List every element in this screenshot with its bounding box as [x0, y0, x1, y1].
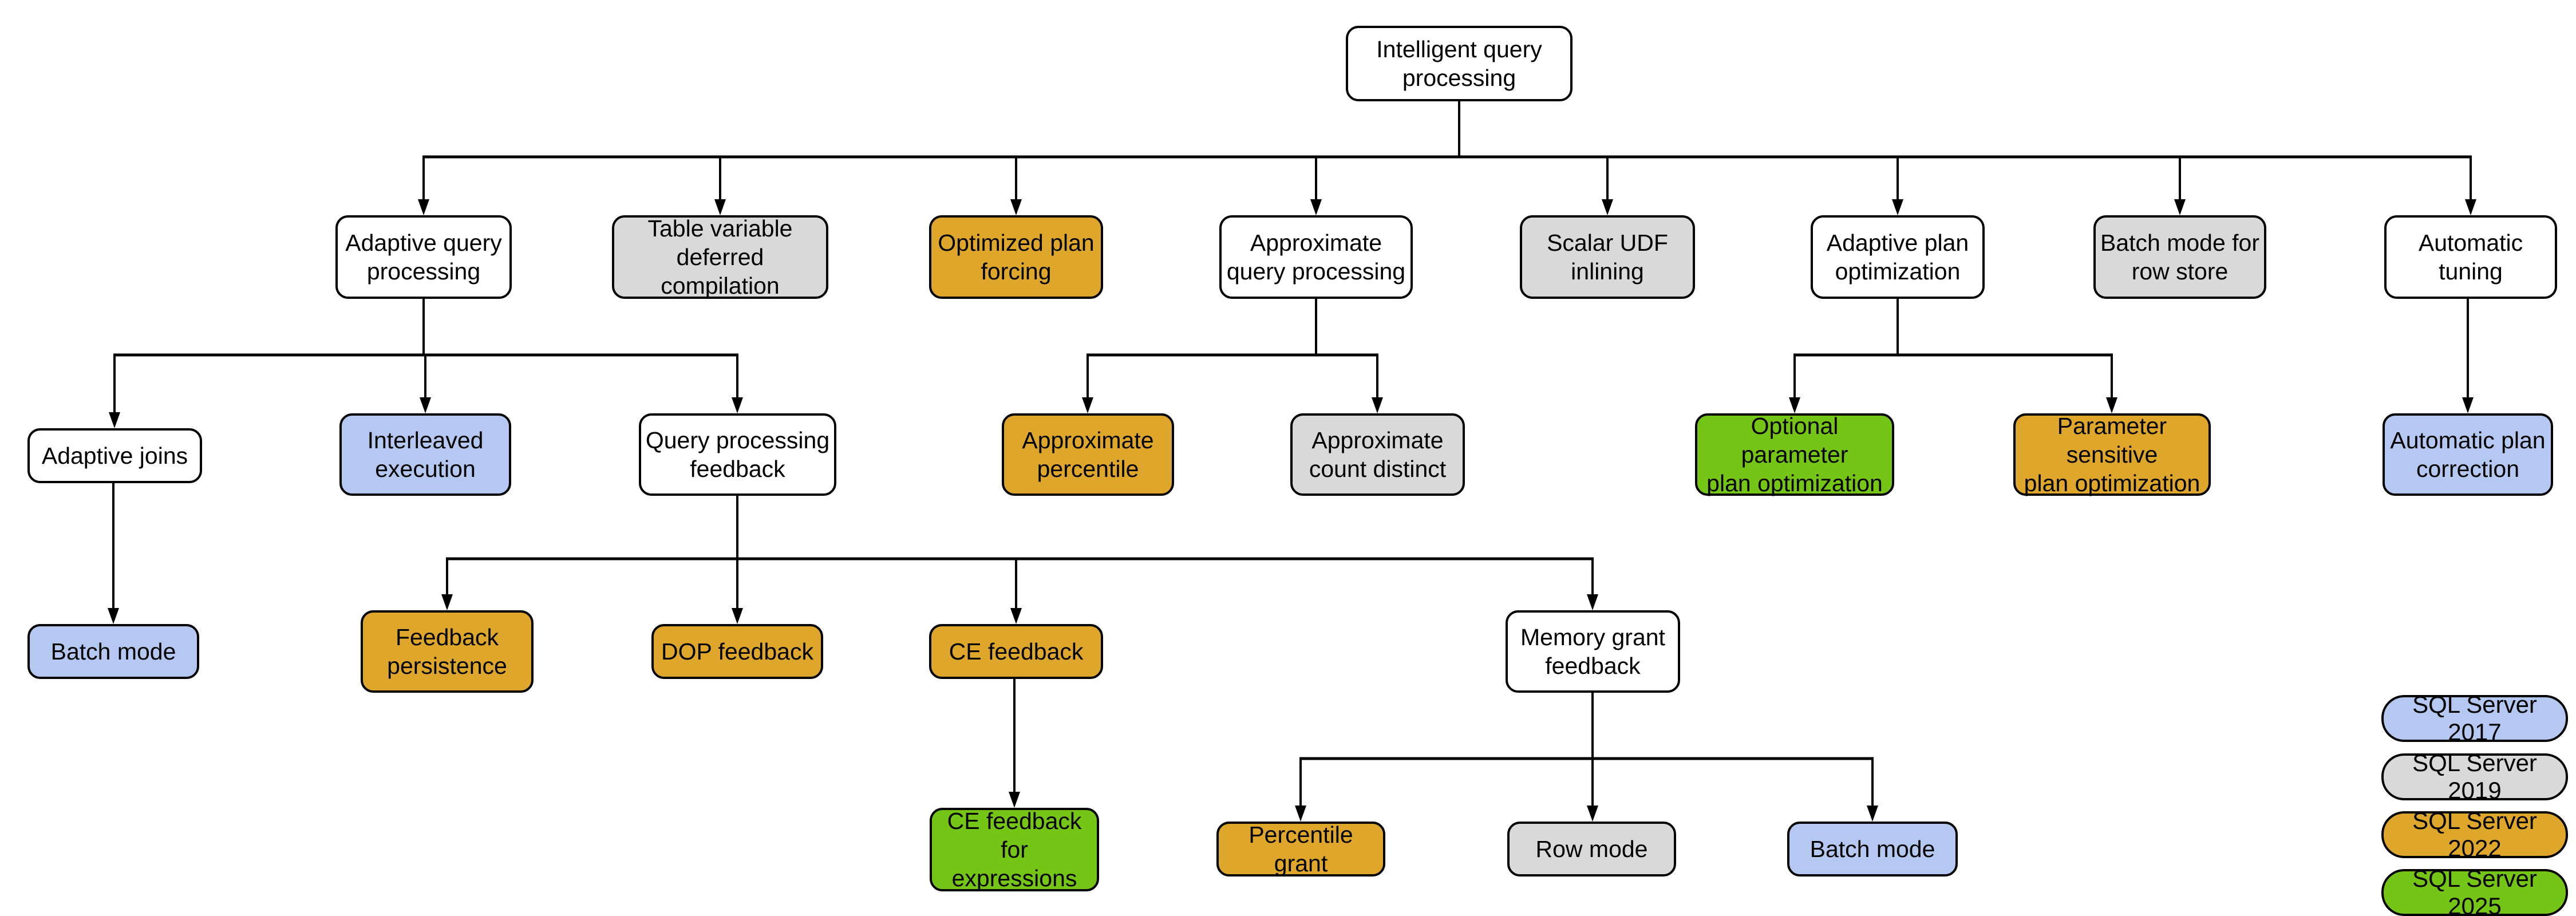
node-scalar-udf-inlining: Scalar UDF inlining — [1520, 215, 1695, 299]
node-percentile-grant: Percentile grant — [1216, 822, 1385, 876]
node-approximate-count-distinct: Approximate count distinct — [1290, 413, 1465, 496]
node-feedback-persistence: Feedback persistence — [361, 610, 534, 693]
node-query-processing-feedback: Query processing feedback — [639, 413, 836, 496]
node-approximate-query-processing: Approximate query processing — [1219, 215, 1413, 299]
legend-sql-server-2017: SQL Server 2017 — [2381, 691, 2568, 745]
legend-sql-server-2022: SQL Server 2022 — [2381, 807, 2568, 862]
node-interleaved-execution: Interleaved execution — [339, 413, 511, 496]
node-dop-feedback: DOP feedback — [651, 624, 823, 679]
legend-sql-server-2025: SQL Server 2025 — [2381, 865, 2568, 916]
node-parameter-sensitive-plan-optimization: Parameter sensitive plan optimization — [2013, 413, 2211, 496]
node-table-variable-deferred-compilation: Table variable deferred compilation — [612, 215, 828, 299]
node-automatic-tuning: Automatic tuning — [2384, 215, 2557, 299]
node-memory-grant-feedback: Memory grant feedback — [1506, 610, 1680, 693]
node-optimized-plan-forcing: Optimized plan forcing — [929, 215, 1103, 299]
node-batch-mode-adaptive-joins: Batch mode — [27, 624, 199, 679]
node-batch-mode-for-row-store: Batch mode for row store — [2093, 215, 2266, 299]
node-intelligent-query-processing: Intelligent query processing — [1346, 26, 1573, 101]
node-approximate-percentile: Approximate percentile — [1002, 413, 1174, 496]
node-adaptive-joins: Adaptive joins — [27, 428, 202, 483]
node-automatic-plan-correction: Automatic plan correction — [2383, 413, 2553, 496]
node-adaptive-query-processing: Adaptive query processing — [335, 215, 512, 299]
node-optional-parameter-plan-optimization: Optional parameter plan optimization — [1695, 413, 1894, 496]
node-row-mode: Row mode — [1507, 822, 1676, 876]
node-ce-feedback: CE feedback — [929, 624, 1103, 679]
node-ce-feedback-for-expressions: CE feedback for expressions — [930, 808, 1099, 891]
node-batch-mode-memory-grant: Batch mode — [1787, 822, 1958, 876]
node-adaptive-plan-optimization: Adaptive plan optimization — [1811, 215, 1985, 299]
legend-sql-server-2019: SQL Server 2019 — [2381, 749, 2568, 804]
